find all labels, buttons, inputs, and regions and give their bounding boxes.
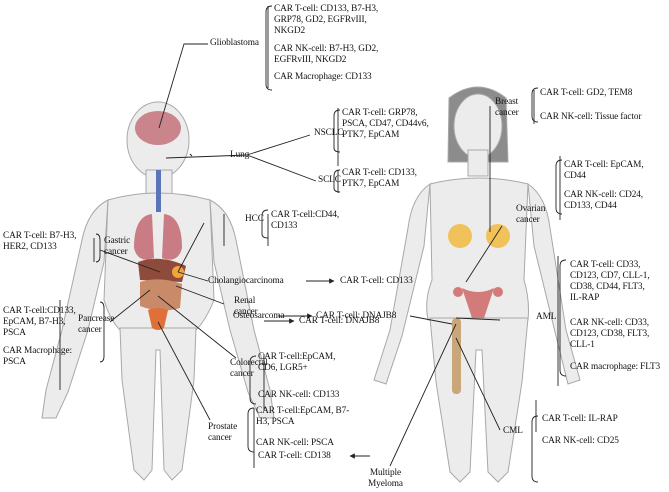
breast-car-t: CAR T-cell: GD2, TEM8 bbox=[540, 88, 633, 98]
glioblastoma-car-macrophage: CAR Macrophage: CD133 bbox=[274, 72, 372, 82]
hcc-car-t: CAR T-cell:CD44, CD133 bbox=[271, 210, 340, 231]
ovary-icon-right bbox=[493, 287, 503, 297]
left-breast-icon bbox=[448, 224, 472, 248]
myeloma-car-t: CAR T-cell: CD138 bbox=[258, 451, 331, 461]
renal-car-t: CAR T-cell: DNAJB8 bbox=[299, 316, 380, 326]
hcc-label: HCC bbox=[245, 214, 264, 224]
aml-label: AML bbox=[536, 312, 557, 322]
pancrease-label: Pancrease cancer bbox=[78, 314, 115, 335]
femur-bone-icon bbox=[452, 318, 461, 394]
cml-car-t: CAR T-cell: IL-RAP bbox=[542, 414, 618, 424]
osteosarcoma-label: Osteosarcoma bbox=[233, 311, 285, 321]
nsclc-label: NSCLC bbox=[314, 128, 344, 138]
myeloma-label: Multiple Myeloma bbox=[368, 468, 403, 489]
pancrease-car-macrophage: CAR Macrophage: PSCA bbox=[3, 346, 72, 367]
right-lung-icon bbox=[162, 214, 182, 260]
sclc-label: SCLC bbox=[318, 175, 341, 185]
cholangiocarcinoma-label: Cholangiocarcinoma bbox=[208, 276, 284, 286]
male-organs bbox=[134, 111, 186, 330]
osteosarcoma-car-t: CAR T-cell: DNAJB8 bbox=[316, 311, 397, 321]
prostate-label: Prostate cancer bbox=[208, 422, 238, 443]
pancrease-car-t: CAR T-cell:CD133, EpCAM, B7-H3, PSCA bbox=[3, 306, 76, 338]
aml-car-t: CAR T-cell: CD33, CD123, CD7, CLL-1, CD3… bbox=[570, 260, 650, 303]
ovarian-car-t: CAR T-cell: EpCAM, CD44 bbox=[564, 160, 644, 181]
ovary-icon bbox=[453, 287, 463, 297]
colorectal-car-t: CAR T-cell:EpCAM, CD6, LGR5+ bbox=[258, 352, 336, 373]
intestine-icon bbox=[140, 279, 182, 311]
lung-label: Lung bbox=[230, 150, 250, 160]
colorectal-car-nk: CAR NK-cell: CD133 bbox=[258, 390, 340, 400]
renal-label: Renal cancer bbox=[234, 296, 258, 317]
gastric-label: Gastric cancer bbox=[104, 236, 131, 257]
bracket-marks bbox=[95, 5, 567, 483]
prostate-car-t: CAR T-cell:EpCAM, B7- H3, PSCA bbox=[256, 406, 350, 427]
prostate-icon bbox=[148, 308, 168, 330]
nsclc-car-t: CAR T-cell: GRP78, PSCA, CD47, CD44v6, P… bbox=[342, 108, 429, 140]
ovarian-label: Ovarian cancer bbox=[516, 204, 546, 225]
ovarian-car-nk: CAR NK-cell: CD24, CD133, CD44 bbox=[564, 190, 644, 211]
female-organs bbox=[448, 224, 510, 394]
connector-lines bbox=[59, 6, 561, 468]
prostate-car-nk: CAR NK-cell: PSCA bbox=[256, 438, 334, 448]
left-lung-icon bbox=[134, 214, 154, 260]
male-body bbox=[41, 101, 275, 481]
trachea-icon bbox=[156, 170, 161, 212]
cml-car-nk: CAR NK-cell: CD25 bbox=[542, 436, 619, 446]
brain-icon bbox=[135, 111, 181, 145]
glioblastoma-car-nk: CAR NK-cell: B7-H3, GD2, EGFRvIII, NKGD2 bbox=[274, 44, 379, 65]
cholangiocarcinoma-car-t: CAR T-cell: CD133 bbox=[340, 276, 413, 286]
sclc-car-t: CAR T-cell: CD133, PTK7, EpCAM bbox=[342, 168, 417, 189]
glioblastoma-label: Glioblastoma bbox=[210, 38, 259, 48]
glioblastoma-car-t: CAR T-cell: CD133, B7-H3, GRP78, GD2, EG… bbox=[274, 4, 379, 36]
colorectal-label: Colorectal cancer bbox=[230, 358, 268, 379]
breast-car-nk: CAR NK-cell: Tissue factor bbox=[540, 112, 642, 122]
aml-car-nk: CAR NK-cell: CD33, CD123, CD38, FLT3, CL… bbox=[570, 318, 650, 350]
cml-label: CML bbox=[503, 426, 523, 436]
uterus-icon bbox=[462, 288, 494, 318]
aml-car-macrophage: CAR macrophage: FLT3 bbox=[570, 362, 661, 372]
gastric-car-t: CAR T-cell: B7-H3, HER2, CD133 bbox=[3, 231, 77, 252]
breast-label: Breast cancer bbox=[495, 97, 519, 118]
